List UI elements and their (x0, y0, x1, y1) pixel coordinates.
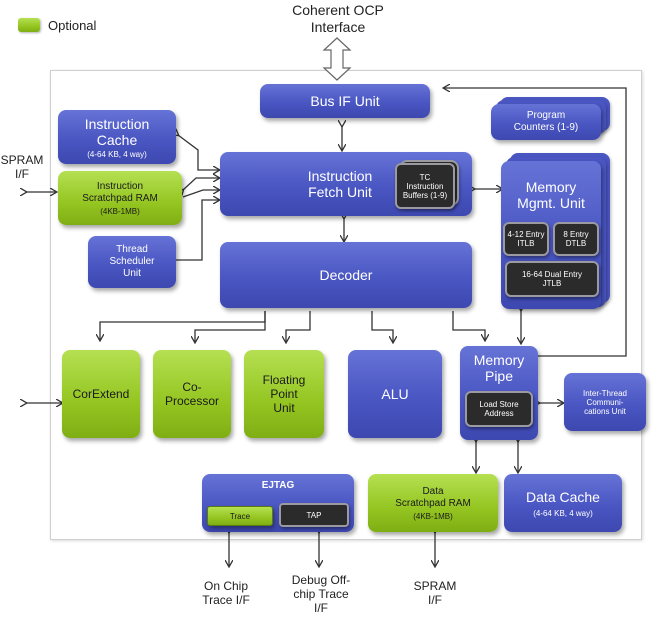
ocp-double-arrow (322, 37, 352, 81)
trace-block: Trace (207, 506, 273, 526)
floating-point-unit: Floating Point Unit (244, 350, 324, 438)
dtlb: 8 Entry DTLB (553, 222, 599, 256)
itlb: 4-12 Entry ITLB (503, 222, 549, 256)
memory-pipe-label: Memory Pipe (473, 352, 525, 384)
coherent-ocp-interface-label: Coherent OCP Interface (292, 2, 384, 35)
legend-label: Optional (48, 18, 97, 33)
instruction-fetch-unit-label: Instruction Fetch Unit (307, 168, 373, 200)
thread-scheduler-label: Thread Scheduler Unit (109, 244, 155, 279)
data-cache-size: (4-64 KB, 4 way) (533, 508, 593, 518)
memory-mgmt-unit-label: Memory Mgmt. Unit (517, 179, 585, 211)
data-cache: Data Cache (4-64 KB, 4 way) (504, 474, 622, 532)
dtlb-label: 8 Entry DTLB (563, 230, 589, 248)
data-scratchpad-ram: Data Scratchpad RAM (4KB-1MB) (368, 474, 498, 532)
tc-instruction-buffers: TC Instruction Buffers (1-9) (395, 163, 455, 209)
data-spram-title: Data Scratchpad RAM (395, 485, 471, 509)
tc-instruction-buffers-label: TC Instruction Buffers (1-9) (402, 172, 448, 200)
load-store-address: Load Store Address (465, 391, 533, 427)
floating-point-unit-label: Floating Point Unit (262, 373, 306, 415)
co-processor: Co- Processor (153, 350, 231, 438)
instruction-cache: Instruction Cache (4-64 KB, 4 way) (58, 110, 176, 164)
alu-label: ALU (381, 386, 409, 402)
decoder: Decoder (220, 242, 472, 308)
trace-label: Trace (229, 511, 251, 521)
program-counters: Program Counters (1-9) (491, 104, 601, 140)
instruction-cache-title: Instruction Cache (84, 115, 150, 148)
debug-trace-label: Debug Off- chip Trace I/F (291, 573, 351, 615)
jtlb: 16-64 Dual Entry JTLB (505, 261, 599, 297)
decoder-label: Decoder (319, 267, 373, 283)
spram-bottom-label: SPRAM I/F (413, 579, 457, 607)
alu: ALU (348, 350, 442, 438)
tap-block: TAP (279, 503, 349, 527)
itlb-label: 4-12 Entry ITLB (507, 230, 545, 248)
data-cache-title: Data Cache (526, 488, 600, 505)
corextend: CorExtend (62, 350, 140, 438)
inter-thread-communications-unit: Inter-Thread Communi- cations Unit (564, 373, 646, 431)
thread-scheduler-unit: Thread Scheduler Unit (88, 236, 176, 288)
instruction-scratchpad-ram: Instruction Scratchpad RAM (4KB-1MB) (58, 171, 182, 225)
program-counters-label: Program Counters (1-9) (513, 110, 579, 133)
data-spram-size: (4KB-1MB) (413, 511, 453, 521)
on-chip-trace-label: On Chip Trace I/F (202, 579, 250, 607)
instruction-spram-title: Instruction Scratchpad RAM (82, 180, 158, 204)
instruction-cache-size: (4-64 KB, 4 way) (87, 149, 147, 159)
bus-if-unit-label: Bus IF Unit (310, 93, 380, 109)
tap-label: TAP (306, 510, 322, 520)
legend-swatch (18, 18, 40, 32)
spram-left-label: SPRAM I/F (0, 153, 44, 181)
inter-thread-label: Inter-Thread Communi- cations Unit (582, 388, 628, 416)
corextend-label: CorExtend (72, 387, 130, 401)
ejtag-label: EJTAG (261, 480, 295, 491)
co-processor-label: Co- Processor (164, 380, 220, 408)
jtlb-label: 16-64 Dual Entry JTLB (521, 270, 583, 288)
instruction-spram-size: (4KB-1MB) (100, 206, 140, 216)
bus-if-unit: Bus IF Unit (260, 84, 430, 118)
load-store-address-label: Load Store Address (479, 400, 519, 418)
